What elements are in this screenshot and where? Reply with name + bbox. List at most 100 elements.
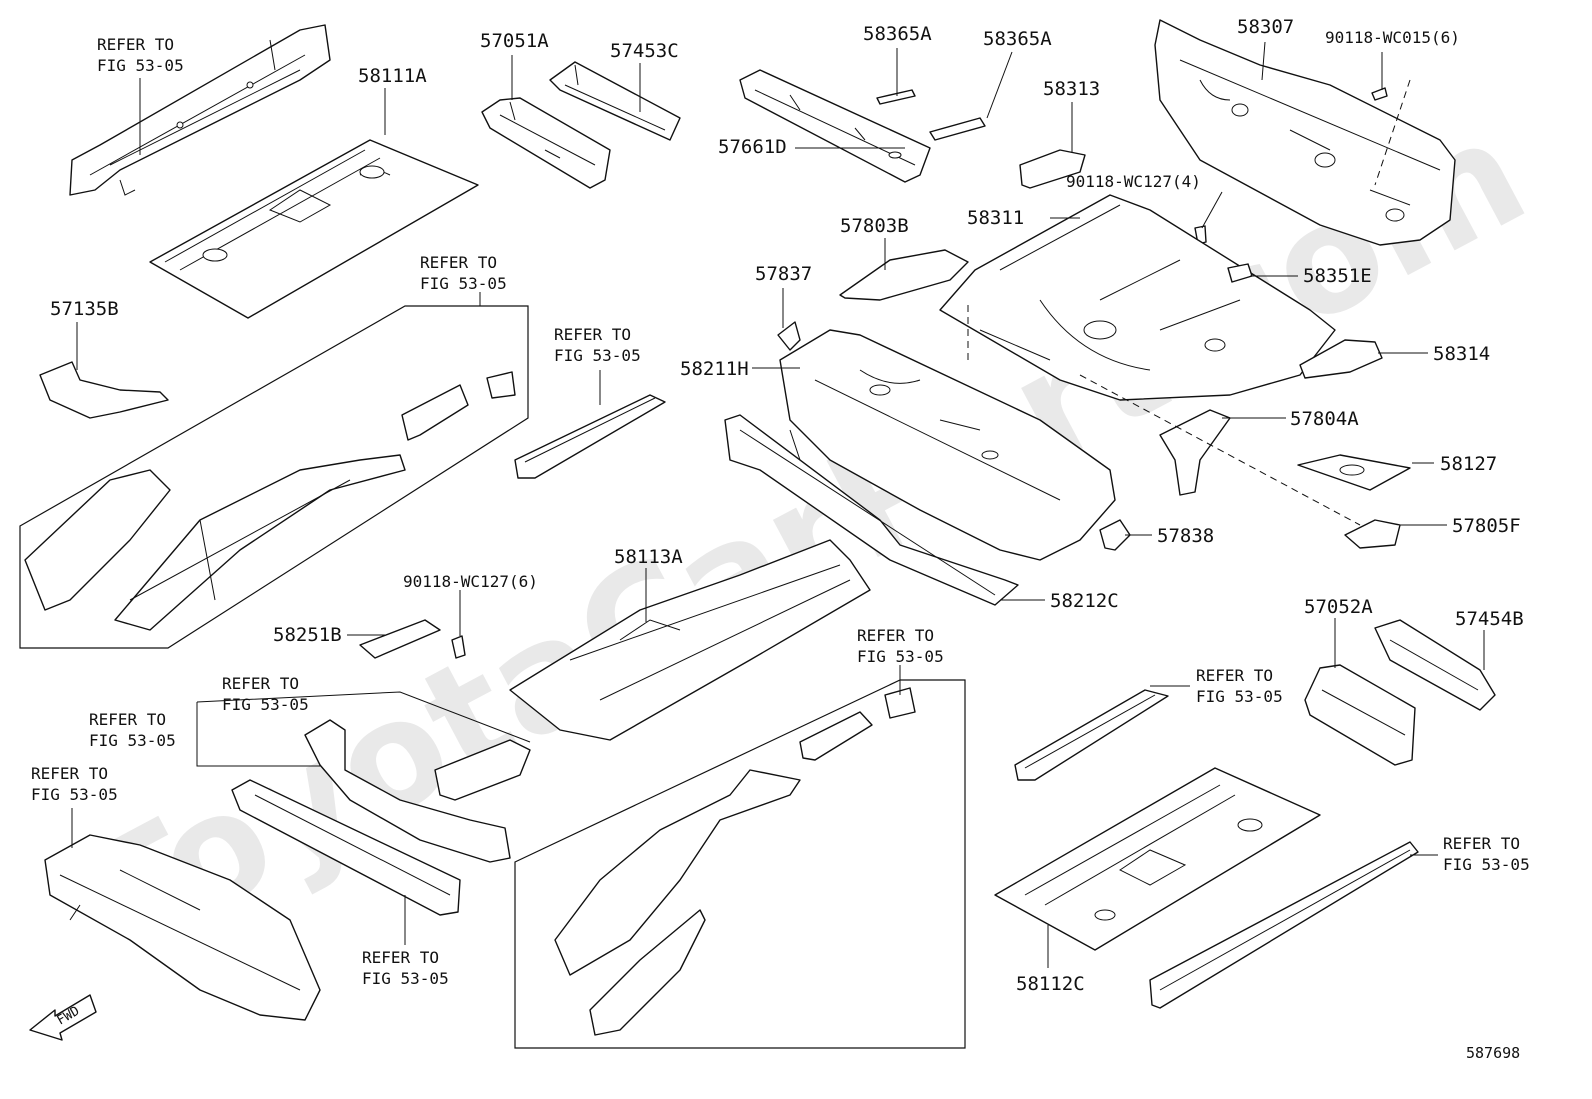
- label-90118-WC127-6: 90118-WC127(6): [403, 572, 538, 591]
- label-58112C: 58112C: [1016, 973, 1085, 995]
- leader-lines: [71, 41, 1485, 968]
- label-57803B: 57803B: [840, 215, 909, 237]
- svg-text:FIG 53-05: FIG 53-05: [31, 785, 118, 804]
- label-58111A: 58111A: [358, 65, 427, 87]
- svg-text:FIG 53-05: FIG 53-05: [362, 969, 449, 988]
- label-58351E: 58351E: [1303, 265, 1372, 287]
- label-57135B: 57135B: [50, 298, 119, 320]
- part-58313-shape: [1019, 149, 1086, 189]
- part-58307-shape: [1154, 19, 1456, 246]
- part-57453C-shape: [549, 61, 681, 141]
- label-57052A: 57052A: [1304, 596, 1373, 618]
- label-58251B: 58251B: [273, 624, 342, 646]
- refer-callout-lower-center: REFER TO FIG 53-05: [362, 948, 449, 988]
- dashed-guide-58127: [1079, 374, 1361, 526]
- svg-text:REFER TO: REFER TO: [31, 764, 108, 783]
- refer-callout-left-group: REFER TO FIG 53-05: [420, 253, 507, 293]
- right-rocker-panel: [1149, 841, 1419, 1009]
- part-57805F-shape: [1344, 519, 1401, 549]
- right-upper-rail: [1014, 689, 1169, 781]
- refer-callout-center-left: REFER TO FIG 53-05: [89, 710, 176, 750]
- part-57052A-shape: [1304, 664, 1416, 766]
- svg-text:FIG 53-05: FIG 53-05: [89, 731, 176, 750]
- svg-text:FIG 53-05: FIG 53-05: [1196, 687, 1283, 706]
- label-58113A: 58113A: [614, 546, 683, 568]
- svg-text:FIG 53-05: FIG 53-05: [97, 56, 184, 75]
- part-58365A-plate-left: [876, 89, 916, 105]
- left-side-member-group: [19, 305, 529, 649]
- svg-text:REFER TO: REFER TO: [222, 674, 299, 693]
- refer-callout-right-group: REFER TO FIG 53-05: [857, 626, 944, 666]
- svg-text:REFER TO: REFER TO: [362, 948, 439, 967]
- label-57453C: 57453C: [610, 40, 679, 62]
- label-57804A: 57804A: [1290, 408, 1359, 430]
- center-cross-member-group: [196, 691, 531, 916]
- label-57454B: 57454B: [1455, 608, 1524, 630]
- upper-left-rail: [69, 24, 331, 196]
- part-58127-shape: [1297, 454, 1411, 491]
- svg-text:REFER TO: REFER TO: [1196, 666, 1273, 685]
- part-57837-shape: [777, 321, 801, 351]
- dashed-guide-58307: [1374, 79, 1411, 186]
- part-58251B-shape: [359, 619, 441, 659]
- label-58307: 58307: [1237, 16, 1294, 38]
- svg-text:FIG 53-05: FIG 53-05: [222, 695, 309, 714]
- part-58111A-shape: [149, 139, 479, 319]
- svg-text:FIG 53-05: FIG 53-05: [420, 274, 507, 293]
- label-58212C: 58212C: [1050, 590, 1119, 612]
- svg-text:REFER TO: REFER TO: [554, 325, 631, 344]
- svg-text:REFER TO: REFER TO: [89, 710, 166, 729]
- part-58311-shape: [939, 194, 1336, 401]
- figure-id: 587698: [1466, 1044, 1520, 1062]
- part-58113A-shape: [509, 539, 871, 741]
- label-58313: 58313: [1043, 78, 1100, 100]
- part-57804A-shape: [1159, 409, 1231, 496]
- center-left-rail: [514, 394, 666, 479]
- part-57803B-shape: [839, 249, 969, 301]
- lower-left-member: [44, 834, 321, 1021]
- part-57051A-shape: [481, 97, 611, 189]
- svg-text:FIG 53-05: FIG 53-05: [554, 346, 641, 365]
- part-57661D-shape: [739, 69, 931, 183]
- label-58365A-right: 58365A: [983, 28, 1052, 50]
- bolt-90118-WC015-shape: [1371, 87, 1388, 101]
- refer-callout-lower-left: REFER TO FIG 53-05: [31, 764, 118, 804]
- label-58365A-left: 58365A: [863, 23, 932, 45]
- svg-text:REFER TO: REFER TO: [420, 253, 497, 272]
- label-57805F: 57805F: [1452, 515, 1521, 537]
- refer-callout-center-rail: REFER TO FIG 53-05: [554, 325, 641, 365]
- refer-callout-center-top: REFER TO FIG 53-05: [222, 674, 309, 714]
- part-57454B-shape: [1374, 619, 1496, 711]
- label-58211H: 58211H: [680, 358, 749, 380]
- label-57838: 57838: [1157, 525, 1214, 547]
- label-58127: 58127: [1440, 453, 1497, 475]
- refer-callout-upper-left: REFER TO FIG 53-05: [97, 35, 184, 75]
- part-labels: 58111A 57051A 57453C 58365A 58365A 57661…: [50, 16, 1524, 995]
- svg-text:REFER TO: REFER TO: [857, 626, 934, 645]
- svg-text:REFER TO: REFER TO: [97, 35, 174, 54]
- part-58314-shape: [1299, 339, 1383, 379]
- label-57661D: 57661D: [718, 136, 787, 158]
- fwd-arrow-icon: FWD: [29, 994, 97, 1041]
- refer-callouts: REFER TO FIG 53-05 REFER TO FIG 53-05 RE…: [31, 35, 1530, 988]
- label-58311: 58311: [967, 207, 1024, 229]
- refer-callout-rocker: REFER TO FIG 53-05: [1443, 834, 1530, 874]
- part-58212C-shape: [724, 414, 1019, 606]
- label-57837: 57837: [755, 263, 812, 285]
- part-58365A-plate-right: [929, 117, 986, 141]
- label-57051A: 57051A: [480, 30, 549, 52]
- label-58314: 58314: [1433, 343, 1490, 365]
- svg-text:REFER TO: REFER TO: [1443, 834, 1520, 853]
- part-58112C-shape: [994, 767, 1321, 951]
- svg-text:FIG 53-05: FIG 53-05: [857, 647, 944, 666]
- bolt-90118-WC127-6-shape: [451, 635, 466, 659]
- label-90118-WC015: 90118-WC015(6): [1325, 28, 1460, 47]
- part-57135B-shape: [39, 361, 169, 419]
- svg-text:FIG 53-05: FIG 53-05: [1443, 855, 1530, 874]
- refer-callout-right-rail: REFER TO FIG 53-05: [1196, 666, 1283, 706]
- part-57838-shape: [1099, 519, 1131, 551]
- right-side-member-group: [514, 679, 966, 1049]
- part-58211H-shape: [779, 329, 1116, 561]
- label-90118-WC127-4: 90118-WC127(4): [1066, 172, 1201, 191]
